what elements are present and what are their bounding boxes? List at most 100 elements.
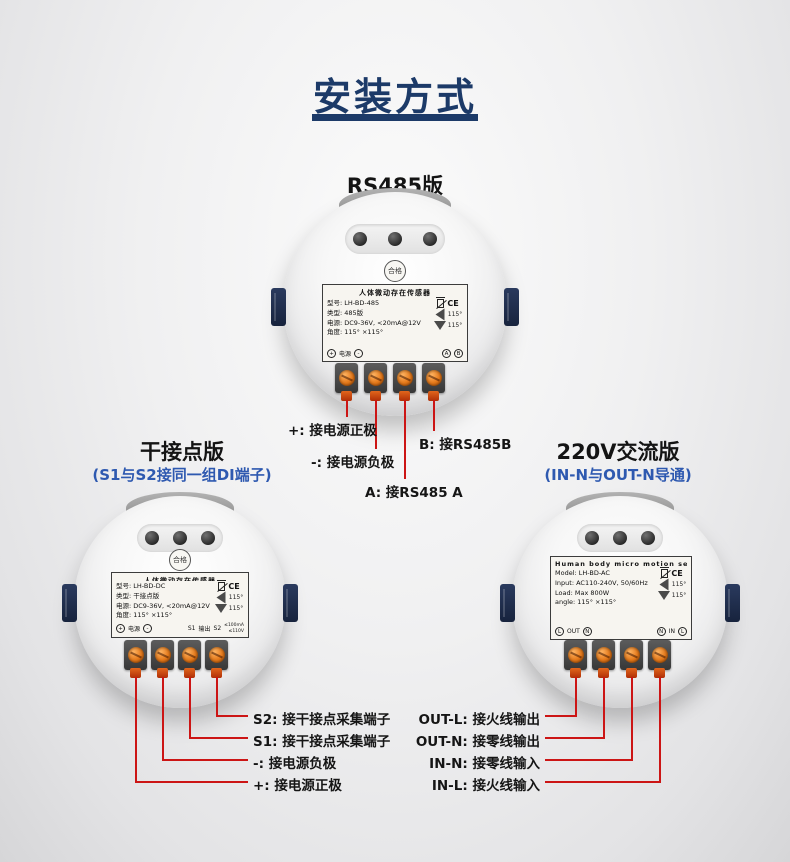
terminal-a [393,363,416,401]
angle-value: 115° [447,311,463,318]
terminal-s1 [178,640,201,678]
heading-ac220: 220V交流版 [556,440,680,464]
rs485-device: 合格 人体微动存在传感器 型号: LH-BD-485 类型: 485版 电源: … [271,188,519,416]
mounting-hole [353,232,367,246]
terminal-marker: L [555,627,564,636]
weee-bin-icon [436,297,446,308]
terminal-marker: + [116,624,125,634]
plate-product-name: 人体微动存在传感器 [144,577,216,582]
angle-fan-icon [659,578,669,591]
mounting-clip-right [283,584,298,622]
mounting-hole [388,232,402,246]
terminal-screw [595,647,612,663]
callout-ac-out-l: OUT-L: 接火线输出 [418,712,540,728]
page-title: 安装方式 [312,75,477,119]
terminal-marker: A [442,349,451,358]
plate-terminal-markers: + 电源 - A B [327,349,463,358]
subheading-dry-contact: (S1与S2接同一组DI端子) [92,466,272,484]
terminal-screw [623,647,640,663]
plate-line: Model: LH-BD-AC [555,569,610,577]
heading-dry-contact: 干接点版 [140,440,224,464]
label-plate: 人体微动存在传感器 型号: LH-BD-485 类型: 485版 电源: DC9… [322,284,468,362]
plate-specs: Model: LH-BD-AC Input: AC110-240V, 50/60… [555,568,657,625]
weee-bin-icon [660,567,670,578]
mounting-hole [173,531,187,545]
angle-fan-icon [435,308,445,321]
qc-stamp: 合格 [169,549,191,571]
mounting-clip-left [500,584,515,622]
callout-rs485-b: B: 接RS485B [419,437,512,453]
terminal-marker: N [656,627,666,636]
plate-terminal-markers: + 电源 - S1 输出 S2 ≤100mA≤110V [116,623,244,634]
plate-specs: 型号: LH-BD-DC 类型: 干接点版 电源: DC9-36V, <20mA… [116,581,214,621]
plate-line: 角度: 115° ×115° [116,611,173,620]
callout-ac-in-n: IN-N: 接零线输入 [429,756,540,772]
terminal-marker: B [454,349,463,358]
terminal-screw [127,647,144,663]
terminal-marker: - [354,349,364,358]
mounting-hole [145,531,159,545]
callout-dry-s2: S2: 接干接点采集端子 [253,712,391,728]
mounting-clip-right [725,584,740,622]
plate-line: angle: 115° ×115° [555,598,617,607]
terminal-marker: 电源 [339,351,352,358]
terminal-screw [651,647,668,663]
terminal-marker: OUT [567,628,580,635]
terminal-block [124,640,228,678]
mounting-holes [577,524,663,552]
angle-fan-icon [657,591,670,600]
ce-mark: CE [447,299,459,308]
mounting-hole [585,531,599,545]
plate-line: 电源: DC9-36V, <20mA@12V [327,318,421,327]
terminal-block [564,640,671,678]
ce-mark: CE [228,582,240,592]
plate-terminal-markers: L OUT N N IN L [555,627,687,636]
dry-contact-device: 合格 人体微动存在传感器 型号: LH-BD-DC 类型: 干接点版 电源: D… [62,492,298,708]
plate-line: 电源: DC9-36V, <20mA@12V [116,601,210,610]
callout-ac-in-l: IN-L: 接火线输入 [431,778,540,794]
terminal-screw [154,647,171,663]
terminal-minus [364,363,387,401]
mounting-holes [345,224,445,254]
terminal-marker: S2 [213,625,222,633]
output-rating-note: ≤100mA≤110V [224,623,244,634]
terminal-screw [367,370,384,386]
angle-value: 115° [228,605,244,613]
mounting-hole [613,531,627,545]
callout-dry-s1: S1: 接干接点采集端子 [253,734,391,750]
terminal-block [335,363,445,401]
callout-rs485-a: A: 接RS485 A [365,485,463,501]
plate-line: 类型: 干接点版 [116,591,160,600]
plate-line: 角度: 115° ×115° [327,328,384,337]
ce-mark: CE [671,569,683,578]
mounting-clip-left [271,288,286,326]
callout-dry-minus: -: 接电源负极 [253,756,337,772]
subheading-ac220: (IN-N与OUT-N导通) [544,466,692,484]
angle-value: 115° [671,592,687,599]
terminal-marker: 输出 [198,626,211,634]
terminal-marker: + [327,349,336,358]
mounting-holes [137,524,223,552]
callout-ac-out-n: OUT-N: 接零线输出 [415,734,540,750]
plate-certification-icons: CE 115° 115° [433,297,463,347]
label-plate: Human body micro motion sensor Model: LH… [550,556,692,640]
terminal-marker: 电源 [128,626,141,634]
terminal-screw [208,647,225,663]
terminal-marker: - [143,624,153,634]
callout-rs485-plus: +: 接电源正极 [288,423,377,439]
terminal-in-l [648,640,671,678]
terminal-out-n [592,640,615,678]
plate-line: 型号: LH-BD-DC [116,582,166,591]
terminal-minus [151,640,174,678]
terminal-screw [425,370,442,386]
terminal-s2 [205,640,228,678]
ac220-device: Human body micro motion sensor Model: LH… [500,492,740,708]
terminal-marker: IN [668,628,675,635]
terminal-plus [124,640,147,678]
angle-value: 115° [671,581,687,588]
plate-line: 类型: 485版 [327,308,364,317]
angle-value: 115° [228,594,244,602]
terminal-in-n [620,640,643,678]
plate-line: 型号: LH-BD-485 [327,299,380,307]
